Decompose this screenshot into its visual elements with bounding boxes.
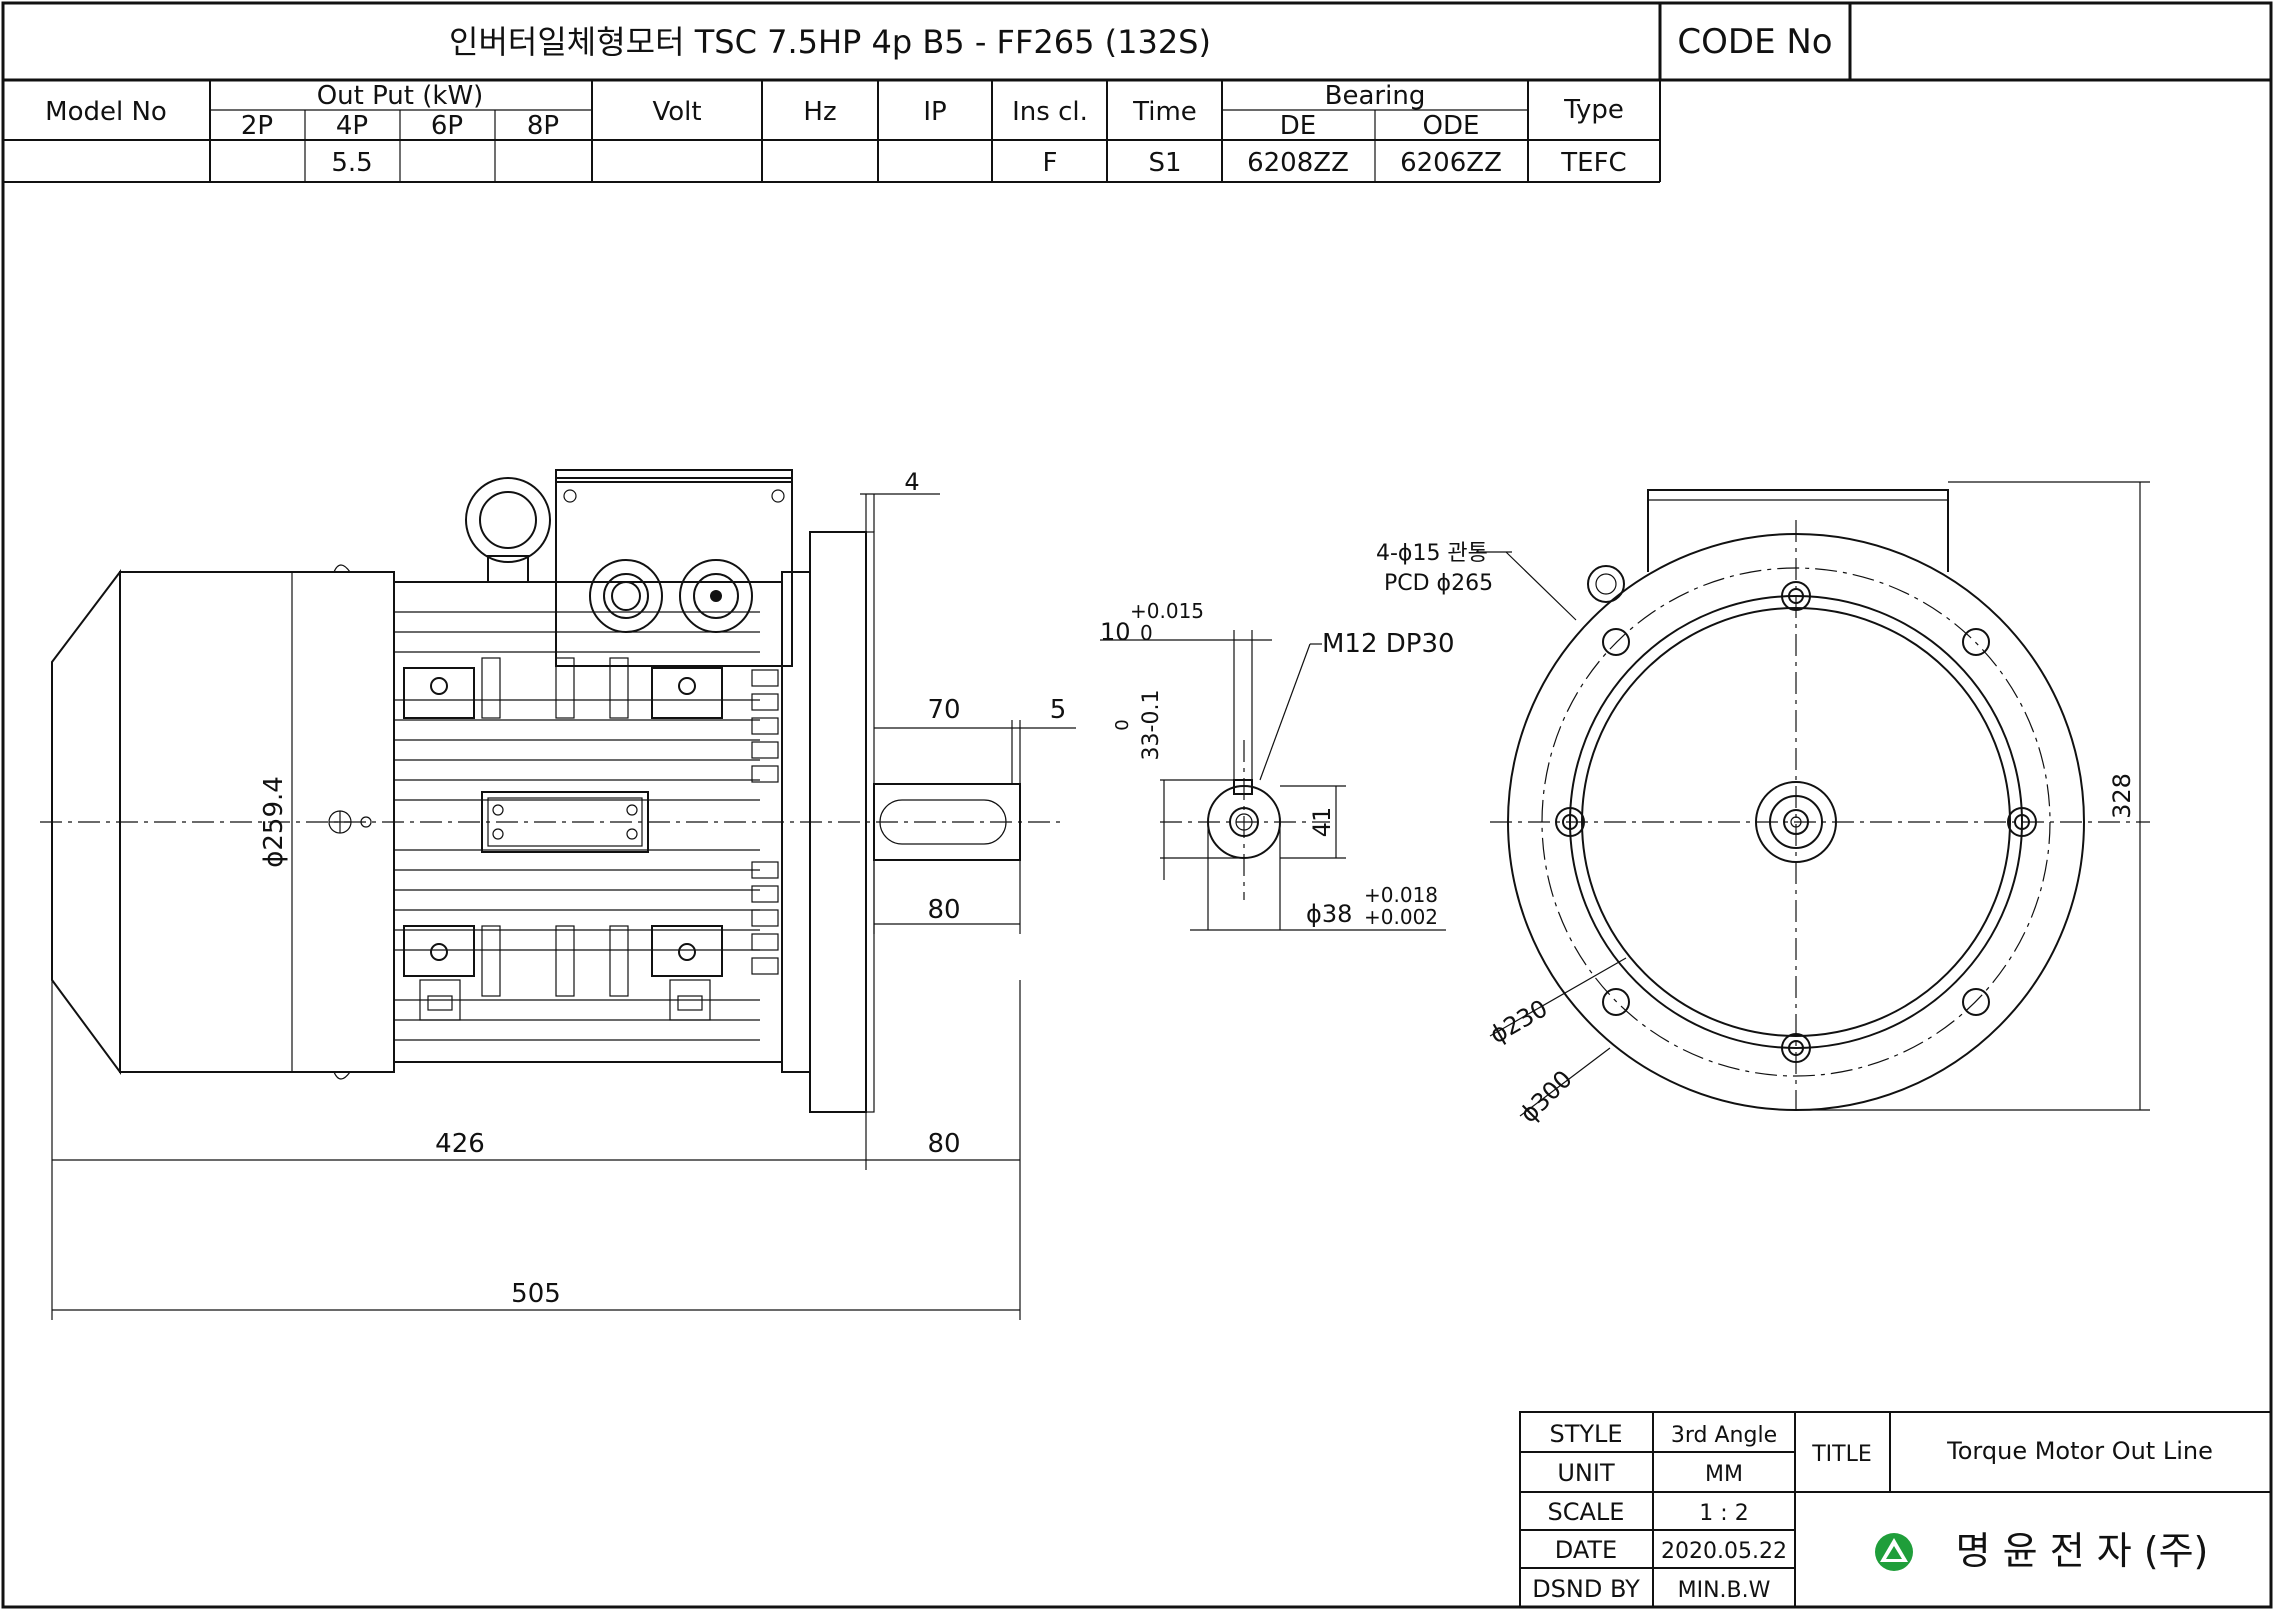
motor-side-view [40, 469, 1060, 1113]
dim-key-height-tol: 0 [1112, 719, 1133, 730]
mount-boss-bottom-left [403, 925, 475, 977]
dim-key-tol-low: 0 [1140, 621, 1153, 645]
drawing-title: 인버터일체형모터 TSC 7.5HP 4p B5 - FF265 (132S) [449, 23, 1211, 61]
dim-length-505: 505 [511, 1279, 561, 1309]
dim-spigot: ϕ230 [1485, 994, 1552, 1049]
cell-type: TEFC [1560, 148, 1626, 178]
tb-title-value: Torque Motor Out Line [1946, 1437, 2213, 1465]
hdr-type: Type [1563, 95, 1624, 125]
flange-front-view [1490, 489, 2150, 1111]
terminal-box [555, 477, 793, 667]
dim-length-80: 80 [927, 1129, 960, 1159]
cell-de: 6208ZZ [1247, 148, 1349, 178]
hdr-time: Time [1132, 97, 1197, 127]
cell-time: S1 [1148, 148, 1181, 178]
tb-scale-value: 1 : 2 [1699, 1501, 1748, 1526]
tb-style-label: STYLE [1549, 1420, 1622, 1448]
dim-key-tol-up: +0.015 [1130, 599, 1204, 623]
tb-scale-label: SCALE [1548, 1498, 1625, 1526]
hdr-de: DE [1280, 111, 1316, 141]
hdr-ins: Ins cl. [1012, 97, 1088, 127]
tb-style-value: 3rd Angle [1671, 1423, 1777, 1448]
dim-pcd: PCD ϕ265 [1384, 571, 1493, 596]
tb-title-label: TITLE [1811, 1442, 1872, 1467]
spec-table: Model No Out Put (kW) 2P 4P 6P 8P Volt H… [3, 80, 1661, 183]
code-label: CODE No [1677, 22, 1832, 62]
dim-flange-dia: ϕ300 [1514, 1065, 1577, 1128]
company-name: 명 윤 전 자 (주) [1956, 1529, 2209, 1573]
hdr-8p: 8P [527, 111, 559, 141]
dim-flange-thk: 4 [904, 468, 919, 496]
dim-shaft-tol-up: +0.018 [1364, 883, 1438, 907]
hdr-4p: 4P [336, 111, 368, 141]
dim-holes: 4-ϕ15 관통 [1376, 541, 1488, 566]
shaft-section: 10 +0.015 0 M12 DP30 33-0.1 0 41 ϕ38 +0.… [1100, 599, 1455, 931]
dim-shaft-dia: ϕ38 [1306, 900, 1352, 928]
company-logo [1875, 1533, 1913, 1571]
hdr-bearing: Bearing [1325, 81, 1426, 111]
eye-bolt [465, 477, 551, 563]
tb-dsnd-value: MIN.B.W [1678, 1578, 1771, 1603]
hdr-ip: IP [923, 97, 946, 127]
hdr-6p: 6P [431, 111, 463, 141]
key-slot [1233, 779, 1253, 795]
cell-ode: 6206ZZ [1400, 148, 1502, 178]
dim-thread: M12 DP30 [1322, 629, 1455, 659]
dim-shaft-len: 70 [927, 695, 960, 725]
tb-date-label: DATE [1555, 1536, 1617, 1564]
mount-boss-top-right [651, 667, 723, 719]
title-block: STYLE 3rd Angle UNIT MM SCALE 1 : 2 DATE… [1519, 1411, 2272, 1608]
cell-out-4p: 5.5 [331, 148, 372, 178]
side-dimensions: 4 ϕ259.4 70 5 80 426 80 505 [51, 468, 1076, 1320]
tb-unit-value: MM [1705, 1462, 1743, 1487]
hdr-output: Out Put (kW) [317, 81, 484, 111]
tb-unit-label: UNIT [1557, 1459, 1615, 1487]
hdr-hz: Hz [803, 97, 836, 127]
front-dimensions: 4-ϕ15 관통 PCD ϕ265 ϕ230 ϕ300 328 [1376, 481, 2150, 1128]
mount-boss-top-left [403, 667, 475, 719]
dim-shaft-80: 80 [927, 895, 960, 925]
dim-shaft-step: 5 [1050, 695, 1067, 725]
dim-key-width: 10 [1100, 618, 1131, 646]
dim-body-dia: ϕ259.4 [259, 776, 289, 868]
dim-shaft-height: 41 [1308, 807, 1336, 838]
hdr-volt: Volt [652, 97, 701, 127]
mount-boss-bottom-right [651, 925, 723, 977]
dim-key-height: 33-0.1 [1139, 690, 1164, 761]
cable-gland-left [589, 559, 663, 633]
dim-shaft-tol-low: +0.002 [1364, 905, 1438, 929]
cell-ins: F [1043, 148, 1058, 178]
bolt-holes [1602, 628, 1990, 1016]
spigot-studs [1555, 581, 2037, 1063]
hdr-model-no: Model No [45, 97, 167, 127]
tb-date-value: 2020.05.22 [1661, 1539, 1787, 1564]
dim-height: 328 [2108, 773, 2136, 819]
terminal-box-front [1647, 489, 1949, 572]
dim-length-426: 426 [435, 1129, 485, 1159]
hdr-2p: 2P [241, 111, 273, 141]
tb-dsnd-label: DSND BY [1532, 1575, 1640, 1603]
hdr-ode: ODE [1423, 111, 1480, 141]
cable-gland-right [679, 559, 753, 633]
